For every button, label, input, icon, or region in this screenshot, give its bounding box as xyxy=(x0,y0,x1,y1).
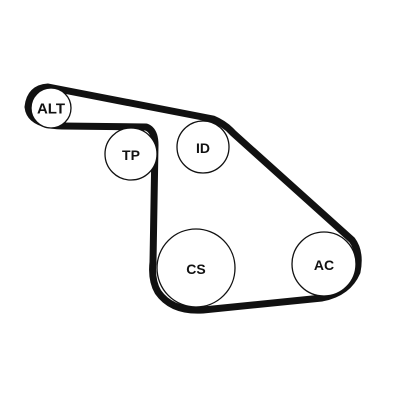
pulley-ac-label: AC xyxy=(314,257,334,273)
pulley-alt-label: ALT xyxy=(37,101,65,118)
pulley-cs-label: CS xyxy=(186,261,205,277)
pulley-id-circle xyxy=(176,120,230,174)
pulley-ac-circle xyxy=(291,231,357,297)
pulley-id: ID xyxy=(176,120,230,174)
pulley-alt: ALT xyxy=(30,87,72,129)
pulley-alt-circle xyxy=(30,87,72,129)
pulley-cs-circle xyxy=(156,228,236,308)
pulley-tp: TP xyxy=(104,127,158,181)
pulley-tp-circle xyxy=(104,127,158,181)
pulley-cs: CS xyxy=(156,228,236,308)
pulley-ac: AC xyxy=(291,231,357,297)
pulley-tp-label: TP xyxy=(122,147,140,163)
pulley-id-label: ID xyxy=(196,140,210,156)
